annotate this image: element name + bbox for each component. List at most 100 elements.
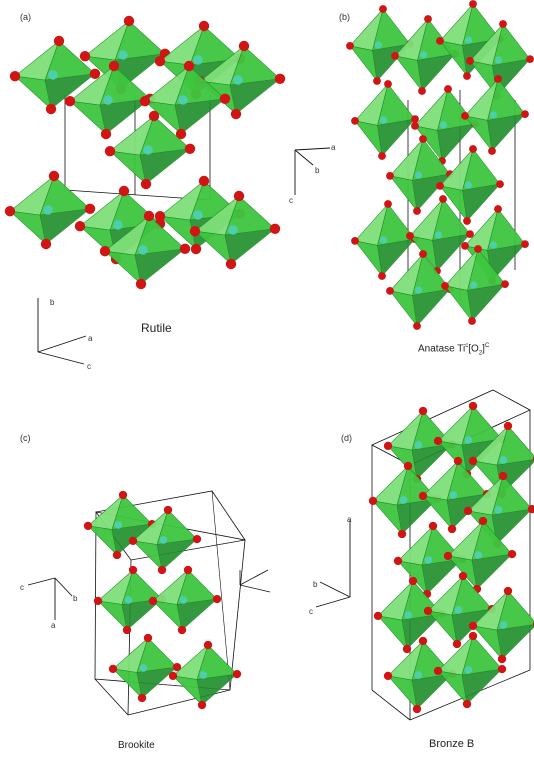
oxygen-atom bbox=[143, 633, 153, 643]
oxygen-atom bbox=[397, 529, 407, 539]
titanium-atom bbox=[464, 36, 473, 44]
oxygen-atom bbox=[139, 96, 151, 107]
oxygen-atom bbox=[507, 549, 517, 559]
panel-c-letter: (c) bbox=[20, 433, 31, 443]
oxygen-atom bbox=[104, 146, 116, 157]
oxygen-atom bbox=[413, 322, 421, 330]
axis-a bbox=[294, 147, 331, 151]
oxygen-atom bbox=[232, 669, 242, 679]
titanium-atom bbox=[48, 70, 58, 80]
octahedron bbox=[466, 20, 534, 100]
rutile-axis-b-label: b bbox=[50, 298, 55, 307]
axis-b bbox=[294, 149, 314, 166]
oxygen-atom bbox=[269, 223, 281, 234]
titanium-atom bbox=[404, 611, 413, 619]
oxygen-atom bbox=[444, 85, 452, 93]
octahedron-face bbox=[377, 238, 416, 277]
oxygen-atom bbox=[172, 662, 182, 672]
titanium-atom bbox=[464, 181, 473, 189]
oxygen-atom bbox=[351, 237, 359, 245]
titanium-atom bbox=[124, 596, 133, 604]
titanium-atom bbox=[439, 121, 448, 129]
octahedron bbox=[9, 35, 101, 115]
octahedron-face bbox=[196, 673, 238, 706]
octahedron bbox=[386, 135, 454, 215]
oxygen-atom bbox=[64, 96, 76, 107]
oxygen-atom bbox=[458, 571, 468, 581]
oxygen-atom bbox=[184, 143, 196, 154]
oxygen-atom bbox=[411, 122, 419, 130]
oxygen-atom bbox=[140, 178, 152, 190]
oxygen-atom bbox=[494, 75, 502, 83]
titanium-atom bbox=[193, 210, 203, 220]
octahedron bbox=[461, 75, 529, 155]
oxygen-atom bbox=[168, 671, 178, 681]
oxygen-atom bbox=[378, 272, 386, 280]
titanium-atom bbox=[193, 55, 203, 65]
oxygen-atom bbox=[40, 238, 52, 250]
oxygen-atom bbox=[406, 232, 414, 240]
brookite-structure bbox=[83, 490, 271, 716]
titanium-atom bbox=[469, 281, 478, 289]
octahedron bbox=[411, 85, 479, 165]
octahedron bbox=[418, 456, 492, 534]
oxygen-atom bbox=[433, 436, 443, 446]
panel-d-letter: (d) bbox=[341, 433, 352, 443]
oxygen-atom bbox=[89, 68, 101, 80]
oxygen-atom bbox=[452, 639, 462, 649]
brookite-axis-a-label: a bbox=[51, 621, 56, 630]
oxygen-atom bbox=[468, 401, 478, 411]
oxygen-atom bbox=[527, 504, 534, 514]
titanium-atom bbox=[454, 606, 463, 614]
oxygen-atom bbox=[118, 490, 128, 500]
oxygen-atom bbox=[189, 226, 201, 237]
oxygen-atom bbox=[463, 72, 471, 80]
axis-a bbox=[37, 335, 87, 353]
titanium-atom bbox=[179, 596, 188, 604]
anatase-caption-end: ] bbox=[482, 343, 485, 355]
panel-b-letter: (b) bbox=[339, 12, 350, 22]
octahedron-face bbox=[39, 208, 92, 245]
oxygen-atom bbox=[439, 195, 447, 203]
titanium-atom bbox=[228, 225, 238, 235]
octahedron-face bbox=[411, 673, 453, 710]
oxygen-atom bbox=[203, 640, 213, 650]
oxygen-atom bbox=[83, 521, 93, 531]
octahedron-face bbox=[176, 598, 218, 631]
oxygen-atom bbox=[423, 606, 433, 616]
oxygen-atom bbox=[468, 317, 476, 325]
oxygen-atom bbox=[123, 15, 135, 27]
bronze-b-structure bbox=[368, 389, 534, 721]
octahedron-face bbox=[467, 283, 506, 322]
oxygen-atom bbox=[198, 175, 210, 187]
octahedron bbox=[189, 190, 281, 270]
anatase-caption: Anatase Tic[O2]C bbox=[418, 343, 489, 356]
titanium-atom bbox=[419, 51, 428, 59]
oxygen-atom bbox=[183, 565, 193, 575]
octahedron-face bbox=[437, 123, 476, 162]
rutile-structure bbox=[4, 15, 286, 290]
bronze-axis-b-label: b bbox=[313, 580, 318, 589]
oxygen-atom bbox=[198, 20, 210, 32]
octahedron bbox=[64, 60, 156, 140]
oxygen-atom bbox=[384, 200, 392, 208]
oxygen-atom bbox=[461, 112, 469, 120]
octahedron-face bbox=[487, 113, 526, 152]
octahedron bbox=[436, 145, 504, 225]
octahedron-face bbox=[139, 148, 192, 185]
oxygen-atom bbox=[419, 250, 427, 258]
titanium-atom bbox=[414, 441, 423, 449]
bronze-axis-a-label: a bbox=[347, 515, 352, 524]
oxygen-atom bbox=[447, 524, 457, 534]
titanium-atom bbox=[199, 671, 208, 679]
oxygen-atom bbox=[428, 521, 438, 531]
oxygen-atom bbox=[179, 243, 191, 254]
oxygen-atom bbox=[79, 51, 91, 62]
oxygen-atom bbox=[386, 287, 394, 295]
cell-edge bbox=[94, 678, 129, 716]
oxygen-atom bbox=[393, 556, 403, 566]
oxygen-atom bbox=[436, 182, 444, 190]
oxygen-atom bbox=[418, 491, 428, 501]
oxygen-atom bbox=[494, 205, 502, 213]
oxygen-atom bbox=[190, 243, 202, 255]
